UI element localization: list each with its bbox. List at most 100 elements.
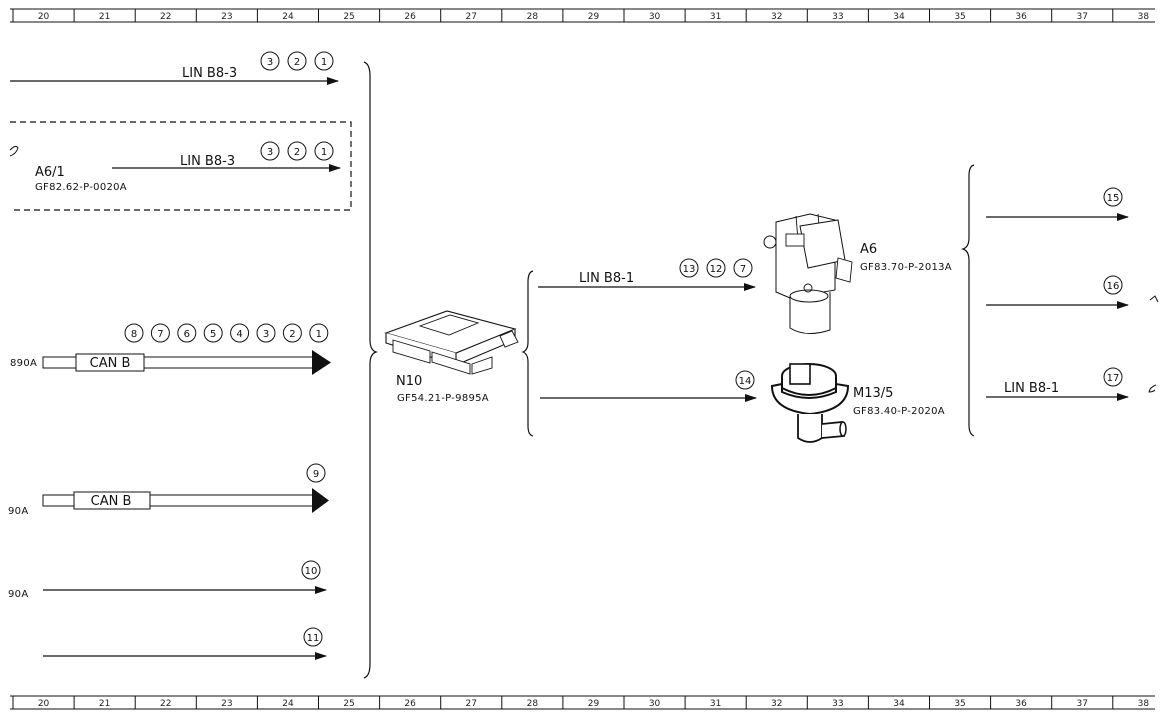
svg-text:3: 3 [267,147,273,158]
partial-component-icon [9,145,19,157]
ruler-mark: 34 [893,699,905,709]
edge-code: 90A [8,589,28,600]
callout-1: 1 [314,51,334,71]
callout-12: 12 [706,258,726,278]
ruler-mark: 27 [466,699,477,709]
callout-9: 9 [306,463,326,483]
can-b-label: CAN B [90,356,131,371]
ruler-mark: 29 [588,699,600,709]
ruler-mark: 23 [221,699,232,709]
left-brace [363,61,378,679]
svg-text:10: 10 [305,566,318,577]
svg-text:7: 7 [740,264,746,275]
ruler-mark: 34 [893,12,905,22]
ruler-mark: 28 [527,12,539,22]
svg-text:6: 6 [184,329,190,340]
ruler-mark: 30 [649,699,661,709]
ruler-mark: 20 [38,699,50,709]
ruler-mark: 28 [527,699,539,709]
ruler-mark: 22 [160,12,171,22]
callout-7: 7 [733,258,753,278]
partial-component-icon [1148,384,1157,393]
a6-name: A6 [860,242,877,257]
svg-text:2: 2 [294,147,300,158]
svg-text:15: 15 [1107,193,1120,204]
ruler-mark: 21 [99,12,110,22]
ruler-mark: 36 [1015,699,1027,709]
n10-code: GF54.21-P-9895A [397,393,489,404]
lin-b8-3-label-top: LIN B8-3 [182,66,237,81]
lin-b8-3-line-top: LIN B8-3 3 2 1 [10,51,339,85]
ruler-mark: 26 [404,699,416,709]
svg-text:8: 8 [131,329,137,340]
ruler-mark: 32 [771,699,782,709]
svg-text:1: 1 [321,57,327,68]
callout-7: 7 [150,323,170,343]
ruler-mark: 31 [710,699,721,709]
a6-code: GF83.70-P-2013A [860,262,952,273]
ruler-mark: 26 [404,12,416,22]
lin-b8-1-line-right: LIN B8-1 17 [986,367,1157,401]
ruler-mark: 38 [1138,699,1150,709]
svg-text:12: 12 [710,264,723,275]
callout-13: 13 [679,258,699,278]
ruler-mark: 37 [1077,12,1088,22]
svg-text:16: 16 [1107,281,1120,292]
partial-component-icon [1149,295,1159,303]
callout-14: 14 [735,370,755,390]
svg-text:5: 5 [210,329,216,340]
ruler-mark: 35 [954,699,965,709]
svg-text:3: 3 [267,57,273,68]
svg-text:4: 4 [236,329,242,340]
signal-line-16: 16 [986,275,1159,309]
callout-3: 3 [256,323,276,343]
svg-text:14: 14 [739,376,752,387]
ruler-mark: 32 [771,12,782,22]
a6-component-icon: A6 GF83.70-P-2013A [763,213,952,334]
callout-10: 10 [301,560,321,580]
svg-text:7: 7 [157,329,163,340]
n10-name: N10 [396,374,422,389]
callout-6: 6 [177,323,197,343]
ruler-mark: 24 [282,12,294,22]
svg-text:11: 11 [307,633,320,644]
ruler-mark: 24 [282,699,294,709]
lin-b8-3-label-box: LIN B8-3 [180,154,235,169]
m13-5-name: M13/5 [853,386,893,401]
callout-3: 3 [260,141,280,161]
a6-1-code: GF82.62-P-0020A [35,182,127,193]
callout-8: 8 [124,323,144,343]
svg-text:13: 13 [683,264,696,275]
ruler-mark: 21 [99,699,110,709]
can-b-bus-row4: 90A CAN B 9 [8,463,329,517]
signal-line-row6: 11 [43,627,327,660]
m13-5-code: GF83.40-P-2020A [853,406,945,417]
ruler-mark: 27 [466,12,477,22]
lin-b8-1-line-mid: LIN B8-1 13 12 7 [538,258,756,291]
svg-text:17: 17 [1107,373,1120,384]
lin-b8-1-label-mid: LIN B8-1 [579,271,634,286]
svg-text:1: 1 [316,329,322,340]
ruler-mark: 33 [832,12,843,22]
signal-line-row5: 90A 10 [8,560,327,600]
signal-line-mid-lower: 14 [540,370,757,402]
callout-2: 2 [287,51,307,71]
ruler-mark: 30 [649,12,661,22]
signal-line-15: 15 [986,187,1129,221]
ruler-mark: 35 [954,12,965,22]
ruler-mark: 33 [832,699,843,709]
svg-text:3: 3 [263,329,269,340]
a6-1-dashed-box: A6/1 GF82.62-P-0020A LIN B8-3 3 2 1 [9,121,352,211]
ruler-mark: 29 [588,12,600,22]
callout-11: 11 [303,627,323,647]
right-brace [961,164,975,437]
svg-text:2: 2 [294,57,300,68]
ruler-mark: 22 [160,699,171,709]
callout-2: 2 [287,141,307,161]
n10-control-unit: N10 GF54.21-P-9895A [384,310,519,404]
svg-text:1: 1 [321,147,327,158]
svg-text:9: 9 [313,469,319,480]
callout-2: 2 [282,323,302,343]
